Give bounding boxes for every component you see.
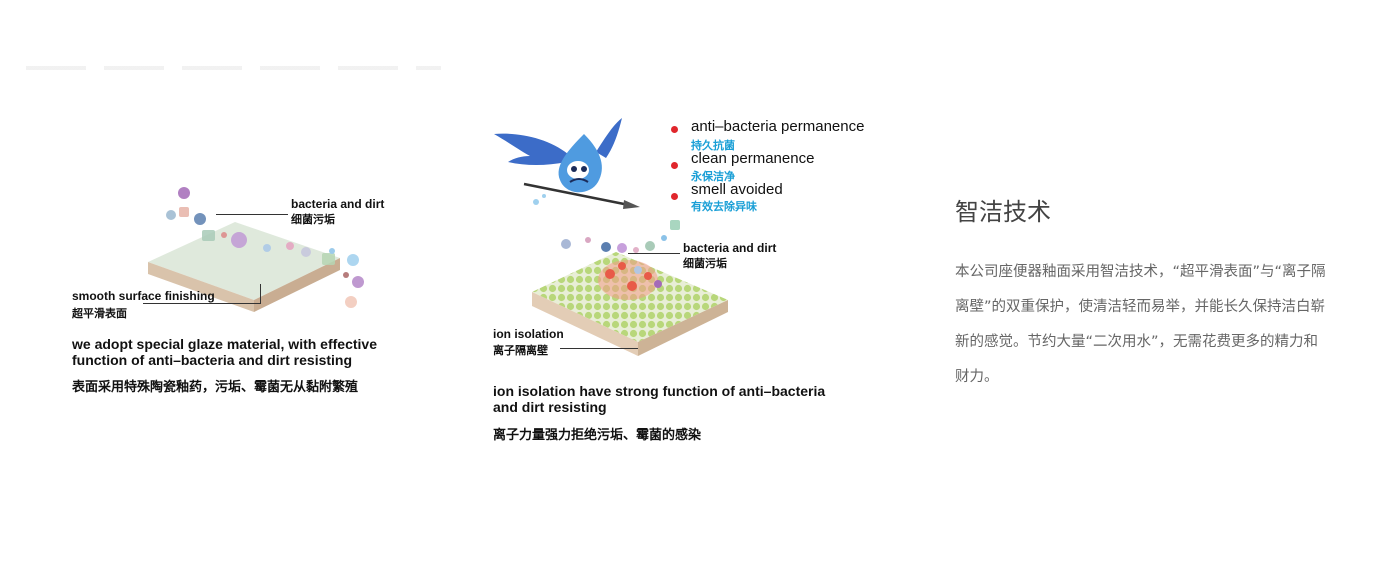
- leader-line: [260, 284, 261, 304]
- mascot-illustration: [494, 118, 640, 209]
- germ-icon: [654, 280, 662, 288]
- mid-label-bacteria-en: bacteria and dirt: [683, 241, 777, 255]
- left-desc-en-2: function of anti–bacteria and dirt resis…: [72, 352, 353, 368]
- mid-desc-en-1: ion isolation have strong function of an…: [493, 383, 826, 399]
- bullet-dot-icon: [671, 162, 678, 169]
- feature-cn-3: 有效去除异味: [691, 200, 757, 213]
- label-ion-en: ion isolation: [493, 327, 564, 341]
- dirt-icon: [322, 253, 335, 265]
- bullet-dot-icon: [671, 193, 678, 200]
- dirt-icon: [179, 207, 189, 217]
- feature-en-3: smell avoided: [691, 181, 783, 198]
- germ-icon: [601, 242, 611, 252]
- label-surface-cn: 超平滑表面: [72, 307, 127, 320]
- germ-icon: [194, 213, 206, 225]
- label-surface-en: smooth surface finishing: [72, 289, 215, 303]
- leader-line: [560, 348, 638, 349]
- germ-icon: [178, 187, 190, 199]
- feature-cn-1: 持久抗菌: [691, 139, 735, 152]
- mid-label-bacteria-cn: 细菌污垢: [683, 257, 727, 270]
- mid-desc-cn: 离子力量强力拒绝污垢、霉菌的感染: [493, 428, 702, 443]
- faded-top-line: [26, 66, 441, 70]
- feature-cn-2: 永保洁净: [691, 170, 735, 183]
- section-title: 智洁技术: [955, 198, 1051, 226]
- bullet-dot-icon: [671, 126, 678, 133]
- germ-icon: [231, 232, 247, 248]
- germ-icon: [561, 239, 571, 249]
- ion-tile-illustration: [532, 220, 728, 356]
- dirt-icon: [202, 230, 215, 241]
- smooth-tile-illustration: [148, 187, 364, 312]
- leader-line: [628, 253, 680, 254]
- germ-icon: [352, 276, 364, 288]
- section-body: 本公司座便器釉面采用智洁技术，“超平滑表面”与“离子隔离壁”的双重保护，使清洁轻…: [955, 264, 1326, 385]
- germ-icon: [166, 210, 176, 220]
- label-ion-cn: 离子隔离壁: [493, 344, 548, 357]
- leader-line: [143, 303, 261, 304]
- leader-line: [216, 214, 288, 215]
- mid-desc-en-2: and dirt resisting: [493, 399, 607, 415]
- feature-en-1: anti–bacteria permanence: [691, 118, 865, 135]
- feature-en-2: clean permanence: [691, 150, 815, 167]
- left-desc-cn: 表面采用特殊陶瓷釉药，污垢、霉菌无从黏附繁殖: [72, 380, 359, 395]
- label-bacteria-cn: 细菌污垢: [291, 213, 335, 226]
- left-desc-en-1: we adopt special glaze material, with ef…: [72, 336, 377, 352]
- label-bacteria-en: bacteria and dirt: [291, 197, 385, 211]
- dirt-icon: [670, 220, 680, 230]
